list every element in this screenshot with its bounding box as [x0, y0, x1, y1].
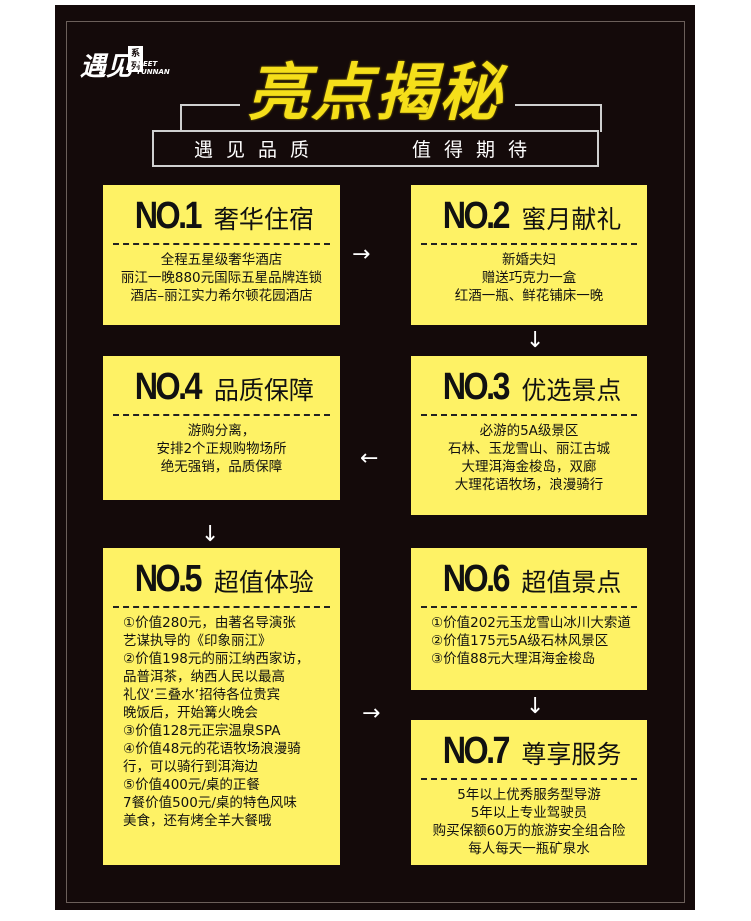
card-line: 大理洱海金梭岛，双廊 [461, 459, 597, 475]
card-number: NO.5 [134, 558, 203, 600]
card-header: NO.1 奢华住宿 [113, 195, 330, 237]
card-line: 石林、玉龙雪山、丽江古城 [448, 441, 610, 457]
dashed-divider [421, 414, 637, 416]
subtitle-right: 值得期待 [412, 139, 541, 161]
dashed-divider [421, 606, 637, 608]
highlight-card-4: NO.4 品质保障游购分离， 安排2个正规购物场所绝无强销，品质保障 [103, 356, 340, 500]
card-title: 超值体验 [213, 568, 314, 597]
card-line: 美食，还有烤全羊大餐哦 [123, 813, 272, 829]
page-title: 亮点揭秘 [246, 56, 503, 129]
card-header: NO.7 尊享服务 [421, 730, 637, 772]
highlight-card-3: NO.3 优选景点必游的5A级景区石林、玉龙雪山、丽江古城大理洱海金梭岛，双廊大理… [411, 356, 647, 515]
card-line: 5年以上优秀服务型导游 [457, 787, 601, 803]
card-line: 酒店–丽江实力希尔顿花园酒店 [130, 288, 313, 304]
highlight-card-5: NO.5 超值体验 ①价值280元，由著名导演张艺谋执导的《印象丽江》 ②价值198元… [103, 548, 340, 865]
card-line: 艺谋执导的《印象丽江》 [123, 633, 272, 649]
card-header: NO.5 超值体验 [113, 558, 330, 600]
card-line: 品普洱茶，纳西人民以最高 [123, 669, 285, 685]
card-title: 优选景点 [521, 376, 622, 405]
card-line: ④价值48元的花语牧场浪漫骑 [123, 741, 301, 757]
card-header: NO.2 蜜月献礼 [421, 195, 637, 237]
card-line: 绝无强销，品质保障 [160, 459, 283, 475]
card-line: 购买保额60万的旅游安全组合险 [432, 823, 626, 839]
card-line: 行，可以骑行到洱海边 [123, 759, 258, 775]
card-line: ⑤价值400元/桌的正餐 [123, 777, 260, 793]
dashed-divider [421, 243, 637, 245]
card-header: NO.6 超值景点 [421, 558, 637, 600]
arrow-right-icon: → [352, 242, 371, 267]
highlight-card-1: NO.1 奢华住宿全程五星级奢华酒店丽江一晚880元国际五星品牌连锁酒店–丽江实力… [103, 185, 340, 325]
card-number: NO.4 [134, 366, 203, 408]
card-number: NO.1 [134, 195, 203, 237]
card-line: ①价值280元，由著名导演张 [123, 615, 296, 631]
card-title: 尊享服务 [521, 740, 622, 769]
card-line: 礼仪‘三叠水’招待各位贵宾 [123, 687, 281, 703]
card-line: 必游的5A级景区 [479, 423, 579, 439]
card-line: 红酒一瓶、鲜花铺床一晚 [454, 288, 604, 304]
card-line: 游购分离， [187, 423, 256, 439]
card-line: 5年以上专业驾驶员 [470, 805, 588, 821]
card-number: NO.3 [442, 366, 510, 408]
card-header: NO.4 品质保障 [113, 366, 330, 408]
card-number: NO.2 [442, 195, 510, 237]
arrow-down-icon: ↓ [201, 522, 220, 547]
dashed-divider [113, 414, 330, 416]
card-line: ③价值88元大理洱海金梭岛 [431, 651, 596, 667]
logo-tag: 系列 [128, 46, 144, 72]
card-line: ③价值128元正宗温泉SPA [123, 723, 281, 739]
arrow-left-icon: ← [360, 446, 379, 471]
card-line: ②价值198元的丽江纳西家访， [123, 651, 310, 667]
card-title: 蜜月献礼 [521, 205, 622, 234]
card-header: NO.3 优选景点 [421, 366, 637, 408]
card-title: 超值景点 [521, 568, 622, 597]
poster-border [66, 21, 685, 903]
card-line: 安排2个正规购物场所 [156, 441, 287, 457]
card-line: ①价值202元玉龙雪山冰川大索道 [431, 615, 631, 631]
arrow-down-icon: ↓ [526, 694, 545, 719]
highlight-card-7: NO.7 尊享服务 5年以上优秀服务型导游 5年以上专业驾驶员购买保额60万的旅游安全… [411, 720, 647, 865]
card-number: NO.6 [442, 558, 510, 600]
card-line: 每人每天一瓶矿泉水 [468, 841, 590, 857]
card-title: 奢华住宿 [213, 205, 314, 234]
subtitle-bar: 遇见品质 值得期待 [152, 130, 599, 167]
card-line: 新婚夫妇 [502, 252, 556, 268]
card-line: 赠送巧克力一盒 [481, 270, 577, 286]
highlight-card-6: NO.6 超值景点 ①价值202元玉龙雪山冰川大索道 ②价值175元5A级石林风景区 ③… [411, 548, 647, 690]
card-line: 全程五星级奢华酒店 [160, 252, 283, 268]
dashed-divider [421, 778, 637, 780]
dashed-divider [113, 606, 330, 608]
subtitle-left: 遇见品质 [194, 139, 323, 161]
dashed-divider [113, 243, 330, 245]
card-line: 丽江一晚880元国际五星品牌连锁 [120, 270, 323, 286]
logo-text: 遇见 [80, 52, 133, 82]
card-line: 大理花语牧场，浪漫骑行 [454, 477, 604, 493]
title-mask [240, 96, 515, 110]
card-line: 7餐价值500元/桌的特色风味 [123, 795, 297, 811]
highlight-card-2: NO.2 蜜月献礼新婚夫妇赠送巧克力一盒红酒一瓶、鲜花铺床一晚 [411, 185, 647, 325]
card-number: NO.7 [442, 730, 510, 772]
arrow-down-icon: ↓ [526, 328, 545, 353]
card-title: 品质保障 [213, 376, 314, 405]
arrow-right-icon: → [362, 701, 381, 726]
card-line: 晚饭后，开始篝火晚会 [123, 705, 258, 721]
card-line: ②价值175元5A级石林风景区 [431, 633, 609, 649]
